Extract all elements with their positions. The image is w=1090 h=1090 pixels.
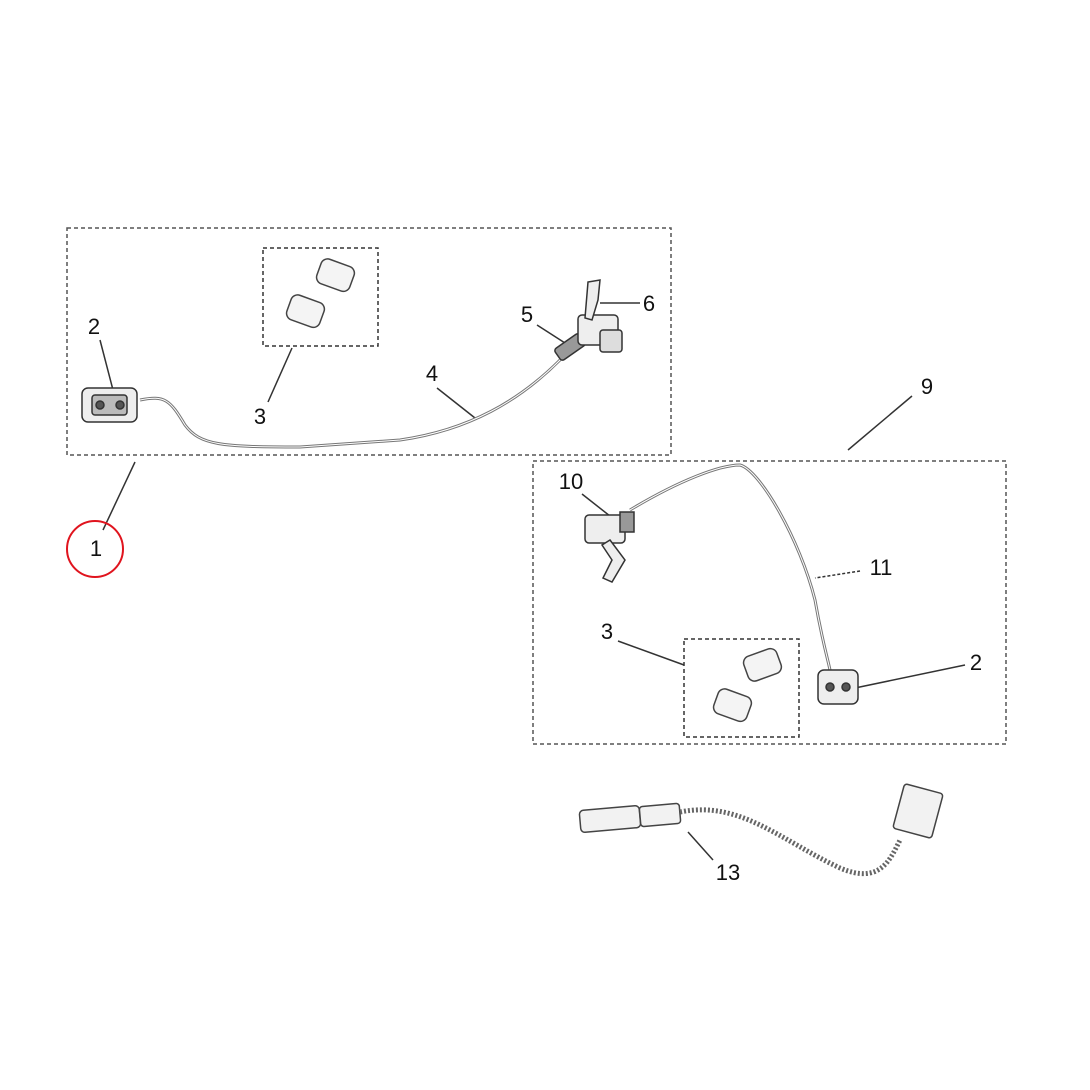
sensor-cable: [578, 783, 944, 877]
front-caliper: [81, 387, 138, 423]
callout-6-lever[interactable]: 6: [642, 291, 656, 316]
front-brake-pads: [285, 258, 356, 329]
callout-1[interactable]: 1: [89, 536, 103, 561]
front-brake-lever: [554, 279, 623, 361]
front-brake-assembly-box: [66, 227, 672, 456]
front-pads-box: [262, 247, 379, 347]
callout-3-rear-pads[interactable]: 3: [600, 619, 614, 644]
callout-10-rear-lever[interactable]: 10: [558, 469, 584, 494]
callout-4-hose[interactable]: 4: [425, 361, 439, 386]
callout-9[interactable]: 9: [920, 374, 934, 399]
callout-13-sensor[interactable]: 13: [715, 860, 741, 885]
callout-5[interactable]: 5: [520, 302, 534, 327]
callout-2-rear-caliper[interactable]: 2: [969, 650, 983, 675]
callout-2-front-caliper[interactable]: 2: [87, 314, 101, 339]
rear-pads-box: [683, 638, 800, 738]
callout-3-front-pads[interactable]: 3: [253, 404, 267, 429]
rear-brake-assembly-box: [532, 460, 1007, 745]
rear-brake-lever: [584, 511, 635, 583]
callout-11-rear-hose[interactable]: 11: [869, 555, 893, 580]
rear-brake-pads: [712, 647, 783, 723]
leader-lines: [99, 302, 966, 861]
selected-callout-circle: [66, 520, 124, 578]
front-brake-hose: [139, 358, 562, 449]
rear-caliper: [817, 669, 859, 705]
